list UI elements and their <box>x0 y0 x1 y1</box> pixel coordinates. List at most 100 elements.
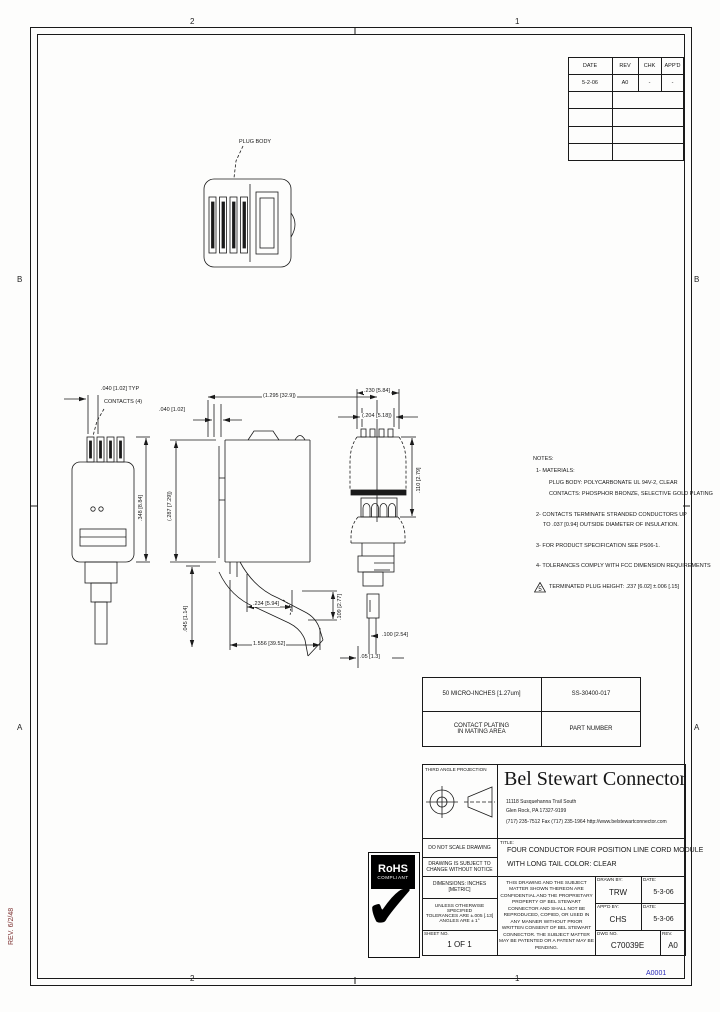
dimensions-note: DIMENSIONS: INCHES [METRIC] <box>432 881 487 893</box>
approved-cell: APP'D BY: CHS <box>595 903 641 930</box>
side-tail-height-dim: .109 [2.77] <box>337 593 344 621</box>
side-lead-dim: .040 [1.02] <box>158 407 186 414</box>
plating-label-line2: IN MATING AREA <box>457 729 506 735</box>
side-view-linework <box>170 394 378 657</box>
notes-header: NOTES: <box>533 456 554 462</box>
title-cell: TITLE: FOUR CONDUCTOR FOUR POSITION LINE… <box>497 838 703 876</box>
projection-cell: THIRD ANGLE PROJECTION <box>422 764 497 838</box>
rev-label: REV. <box>662 931 673 936</box>
zone-label-top-left: 2 <box>190 17 195 26</box>
approved-label: APP'D BY: <box>597 904 619 909</box>
note-2a: TO .037 [0.94] OUTSIDE DIAMETER OF INSUL… <box>543 522 679 528</box>
no-scale-note: DO NOT SCALE DRAWING <box>428 844 491 851</box>
rear-inner-width-dim: (.204 [5.18]) <box>361 413 393 420</box>
note-5-flag-triangle: 5 <box>534 582 546 593</box>
rohs-text: RoHS <box>378 863 408 875</box>
third-angle-projection-icon <box>426 786 495 818</box>
front-view-linework <box>64 395 150 645</box>
sheet-label: SHEET NO. <box>424 931 449 936</box>
rev-cell: REV. A0 <box>660 930 686 956</box>
zone-label-right-a: A <box>694 723 700 732</box>
note-4: 4- TOLERANCES COMPLY WITH FCC DIMENSION … <box>536 563 711 569</box>
drawn-cell: DRAWN BY: TRW <box>595 876 641 903</box>
note-3: 3- FOR PRODUCT SPECIFICATION SEE PS06-1. <box>536 543 660 549</box>
company-address-line2: Glen Rock, PA 17327-9199 <box>506 808 567 814</box>
dwg-number-cell: DWG NO. C70039E <box>595 930 660 956</box>
rear-width-dim: .230 [5.84] <box>363 388 391 395</box>
title-label: TITLE: <box>500 840 514 845</box>
rear-height-dim: .110 [2.79] <box>416 466 423 494</box>
sheet-cell: SHEET NO. 1 OF 1 <box>422 930 497 956</box>
side-latch-dim: .045 [1.14] <box>183 605 190 633</box>
company-name: Bel Stewart Connector <box>504 768 687 790</box>
zone-label-top-right: 1 <box>515 17 520 26</box>
rohs-compliant-text: COMPLIANT <box>377 875 409 880</box>
rev-table-row-date: 5-2-06 <box>582 79 598 86</box>
rev-table-header-appd: APP'D <box>664 62 681 69</box>
change-notice: DRAWING IS SUBJECT TO CHANGE WITHOUT NOT… <box>426 860 493 873</box>
zone-label-bottom-left: 2 <box>190 974 195 983</box>
note-5: TERMINATED PLUG HEIGHT: .237 [6.02] ±.00… <box>549 584 680 590</box>
rohs-mark: RoHS COMPLIANT ✔ <box>365 852 420 958</box>
side-height-dim: (.287 [7.29]) <box>167 490 174 522</box>
plating-table: 50 MICRO-INCHES [1.27um] SS-30400-017 CO… <box>422 677 641 747</box>
plating-value: 50 MICRO-INCHES [1.27um] <box>442 691 521 697</box>
rev-table-row-chk: - <box>648 79 651 86</box>
front-height-dim: .348 [8.84] <box>138 494 145 522</box>
part-number-value: SS-30400-017 <box>571 691 611 697</box>
front-pitch-dim: .040 [1.02] TYP <box>100 386 141 393</box>
side-tail-width-dim: .234 [5.94] <box>252 601 280 608</box>
sheet-value: 1 OF 1 <box>447 939 472 949</box>
zone-label-left-a: A <box>17 723 23 732</box>
drawn-date-value: 5-3-06 <box>653 888 674 896</box>
legal-text: THIS DRAWING AND THE SUBJECT MATTER SHOW… <box>499 880 594 951</box>
part-number-label: PART NUMBER <box>569 726 613 732</box>
rev-value: A0 <box>668 940 678 950</box>
company-address-line1: 11118 Susquehanna Trail South <box>506 799 577 805</box>
title-block: THIRD ANGLE PROJECTION Bel Stewart Conne… <box>422 764 703 956</box>
rear-view-linework <box>338 389 418 668</box>
dwg-number-value: C70039E <box>610 940 645 950</box>
tolerance-note: UNLESS OTHERWISE SPECIFIED TOLERANCES AR… <box>422 898 497 930</box>
rev-table-row-appd: - <box>671 79 674 86</box>
dwg-number-label: DWG NO. <box>597 931 618 936</box>
note-2: 2- CONTACTS TERMINATE STRANDED CONDUCTOR… <box>536 512 687 518</box>
notes-block: NOTES: 1- MATERIALS: PLUG BODY: POLYCARB… <box>533 456 713 606</box>
note-1a: PLUG BODY: POLYCARBONATE UL 94V-2, CLEAR <box>549 480 678 486</box>
zone-ticks <box>30 27 690 984</box>
projection-label: THIRD ANGLE PROJECTION <box>425 767 487 772</box>
rev-table-header-chk: CHK <box>643 62 656 69</box>
side-overall-dim: (1.295 [32.9]) <box>262 393 297 400</box>
approved-date-value: 5-3-06 <box>653 915 674 923</box>
company-address-line3: (717) 235-7512 Fax (717) 235-1964 http:/… <box>506 819 667 825</box>
drawn-label: DRAWN BY: <box>597 877 623 882</box>
zone-label-left-b: B <box>17 275 23 284</box>
tolerance-line3: ANGLES ARE ± 1° <box>439 919 480 924</box>
rear-bottom-dim: .05 [1.3] <box>359 654 381 661</box>
title-line2: WITH LONG TAIL COLOR: CLEAR <box>507 861 617 868</box>
zone-label-right-b: B <box>694 275 700 284</box>
note-1b: CONTACTS: PHOSPHOR BRONZE, SELECTIVE GOL… <box>549 491 713 497</box>
top-view-linework <box>203 145 296 268</box>
side-total-length-dim: 1.556 [39.52] <box>252 641 287 648</box>
rev-table-header-date: DATE <box>582 62 598 69</box>
rohs-label-box: RoHS COMPLIANT <box>371 855 415 889</box>
tolerance-line1: UNLESS OTHERWISE SPECIFIED <box>434 904 485 914</box>
rohs-checkmark-icon: ✔ <box>365 873 417 942</box>
approved-value: CHS <box>609 914 627 924</box>
company-cell: Bel Stewart Connector 11118 Susquehanna … <box>497 764 686 838</box>
plug-body-callout: PLUG BODY <box>238 139 273 146</box>
rev-table-row-rev: A0 <box>621 79 629 86</box>
note-1: 1- MATERIALS: <box>536 468 575 474</box>
tolerance-line2: TOLERANCES ARE ±.005 [.13] <box>425 914 494 919</box>
drawn-date-label: DATE: <box>643 877 657 882</box>
zone-label-bottom-right: 1 <box>515 974 520 983</box>
plating-label-line1: CONTACT PLATING <box>453 723 510 729</box>
approved-date-label: DATE: <box>643 904 657 909</box>
revision-table: DATE REV CHK APP'D 5-2-06 A0 - - <box>568 57 684 161</box>
rev-table-header-rev: REV <box>619 62 631 69</box>
rear-wire-dim: .100 [2.54] <box>381 632 409 639</box>
front-contacts-callout: CONTACTS (4) <box>103 399 144 406</box>
title-line1: FOUR CONDUCTOR FOUR POSITION LINE CORD M… <box>507 847 704 854</box>
